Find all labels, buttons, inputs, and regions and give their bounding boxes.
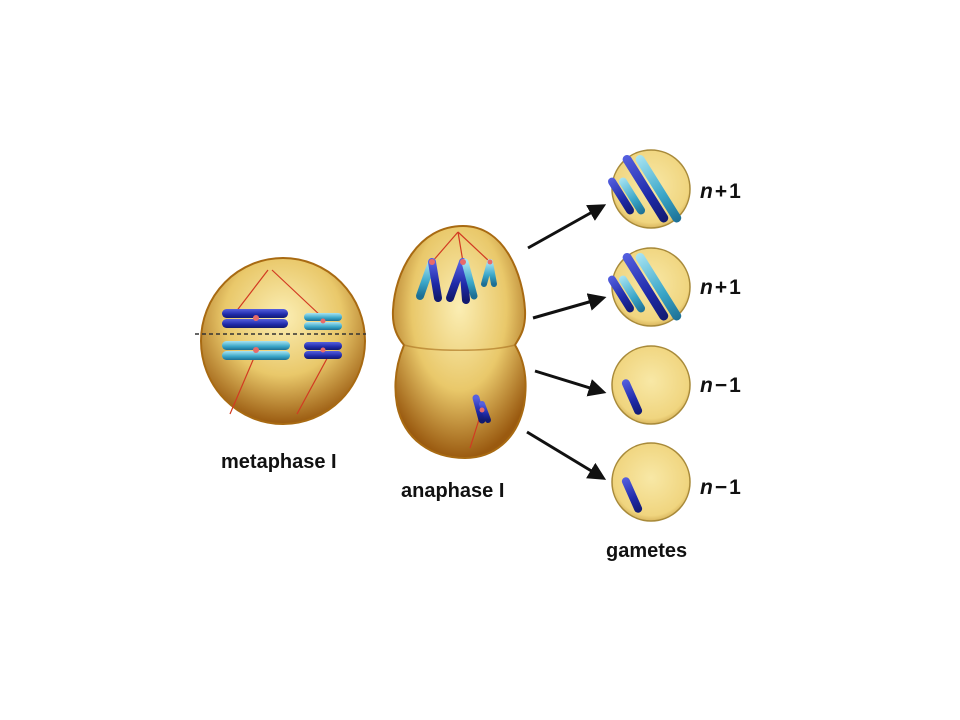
gamete-2 <box>607 247 691 327</box>
arrows <box>526 204 607 480</box>
anaphase-cell <box>391 224 527 460</box>
ploidy-num: 1 <box>729 374 741 397</box>
chromosome-pair-large-upper <box>222 309 288 328</box>
arrow-to-gamete-4 <box>526 430 607 480</box>
anaphase-label: anaphase I <box>401 480 504 502</box>
anaphase-upper-chromosomes <box>416 258 497 304</box>
ploidy-n: n <box>700 180 713 203</box>
ploidy-num: 1 <box>729 476 741 499</box>
chromosome-pair-small-lower <box>304 342 342 359</box>
metaphase-label: metaphase I <box>221 451 337 473</box>
chromosome-pair-small-upper <box>304 313 342 330</box>
arrow-to-gamete-1 <box>527 204 607 250</box>
gamete-3 <box>611 345 691 425</box>
ploidy-n: n <box>700 476 713 499</box>
gamete-1 <box>607 149 691 229</box>
chromosome-pair-large-lower <box>222 341 290 360</box>
ploidy-label-3: n−1 <box>700 374 741 397</box>
ploidy-num: 1 <box>729 180 741 203</box>
ploidy-op: + <box>715 276 727 299</box>
gamete-4 <box>611 442 691 522</box>
ploidy-n: n <box>700 276 713 299</box>
ploidy-op: + <box>715 180 727 203</box>
ploidy-labels: n+1 n+1 n−1 n−1 <box>700 180 741 499</box>
ploidy-n: n <box>700 374 713 397</box>
arrow-to-gamete-3 <box>534 369 607 397</box>
anaphase-spindle <box>431 231 491 449</box>
gametes-label: gametes <box>606 540 687 562</box>
anaphase-lower-chromosome <box>472 394 491 424</box>
metaphase-cell <box>195 257 366 425</box>
ploidy-label-2: n+1 <box>700 276 741 299</box>
ploidy-num: 1 <box>729 276 741 299</box>
ploidy-op: − <box>715 476 727 499</box>
ploidy-label-1: n+1 <box>700 180 741 203</box>
ploidy-op: − <box>715 374 727 397</box>
ploidy-label-4: n−1 <box>700 476 741 499</box>
arrow-to-gamete-2 <box>532 293 607 320</box>
